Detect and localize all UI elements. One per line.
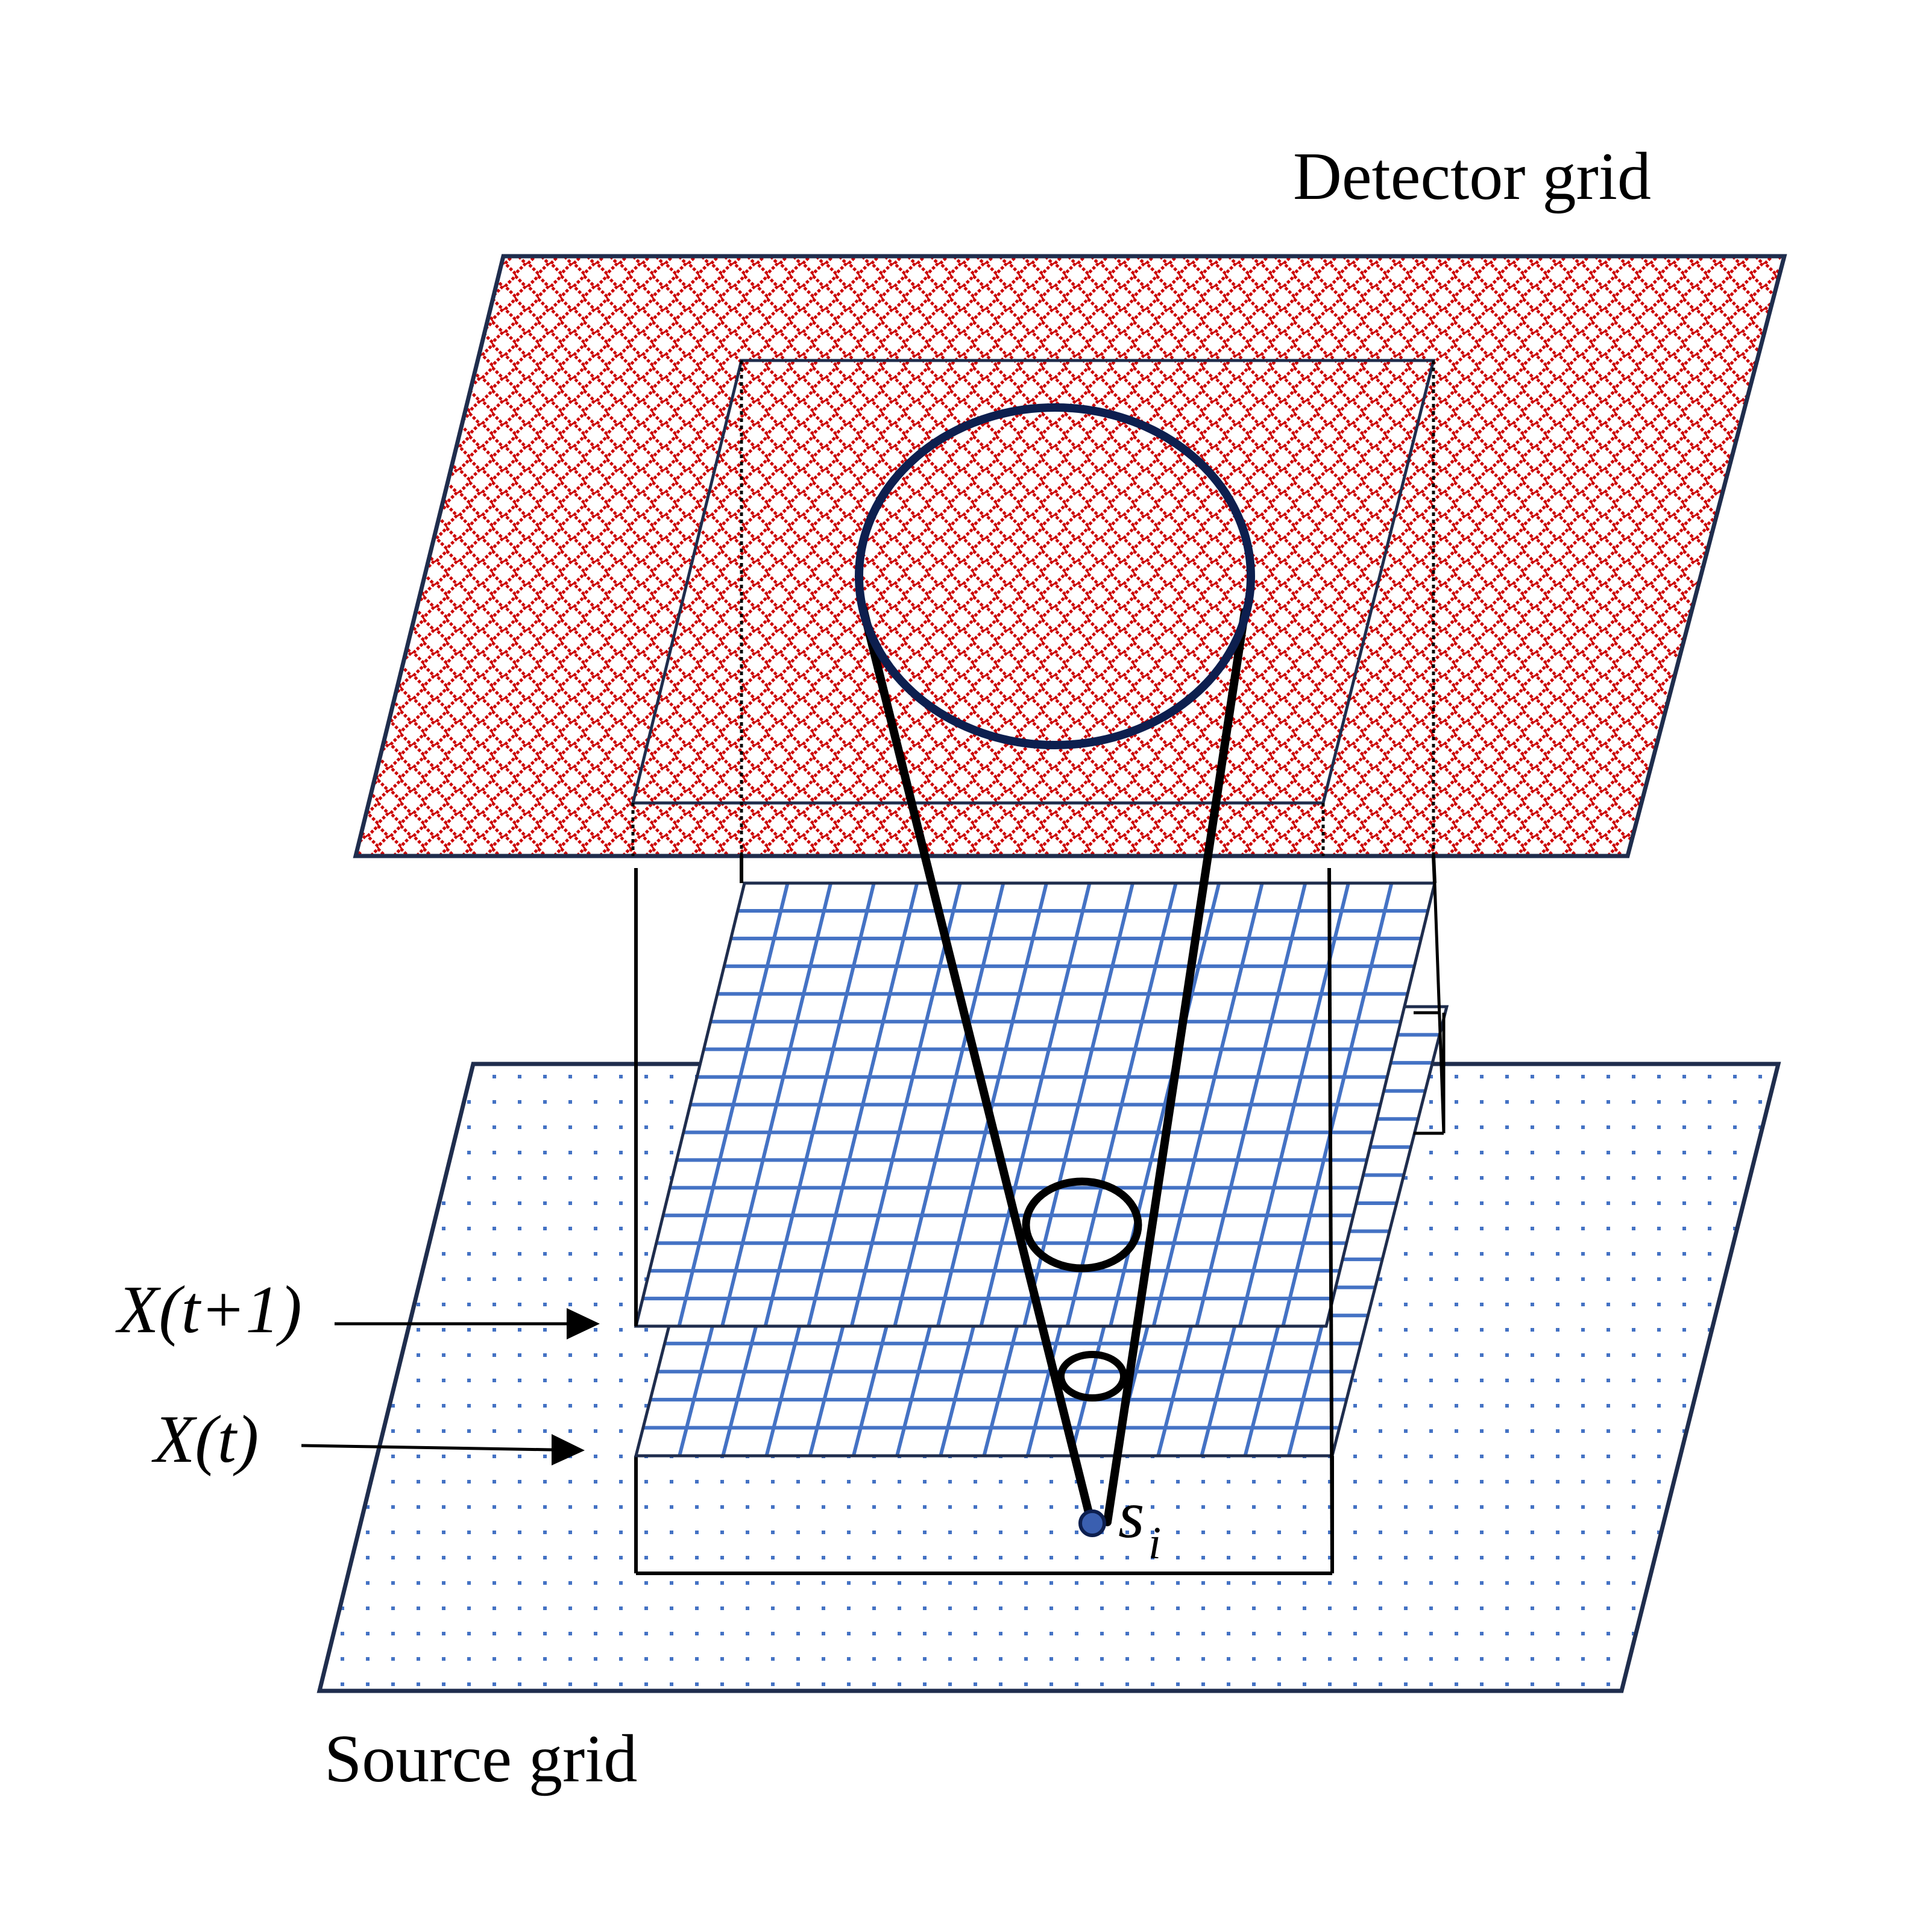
volume-side-edges (1414, 883, 1446, 1135)
cone-circle-middle (1022, 1177, 1142, 1273)
cone-circle-detector (855, 403, 1255, 749)
grid-line (1151, 883, 1264, 1327)
source-grid-label: Source grid (324, 1722, 637, 1796)
arrow-right-icon (335, 1308, 600, 1339)
projection-cone (859, 605, 1249, 1526)
source-point-subscript: i (1148, 1518, 1161, 1569)
grid-line (1065, 883, 1178, 1327)
source-point (1078, 1509, 1106, 1537)
source-point-label: s (1118, 1477, 1145, 1552)
detector-grid-label: Detector grid (1293, 139, 1651, 214)
grid-line (1195, 883, 1308, 1327)
arrow-right-icon (301, 1434, 585, 1465)
projection-dotted-lines (631, 360, 1435, 856)
detector-grid-plane (353, 254, 1787, 858)
slice-x-t-plus-1 (634, 881, 1437, 1328)
cone-circle-lower (1057, 1351, 1127, 1402)
projection-solid-lines (634, 855, 1437, 1574)
grid-line (1281, 883, 1394, 1327)
x-t-plus-1-label: X(t+1) (115, 1273, 302, 1347)
x-t-label: X(t) (151, 1402, 259, 1477)
